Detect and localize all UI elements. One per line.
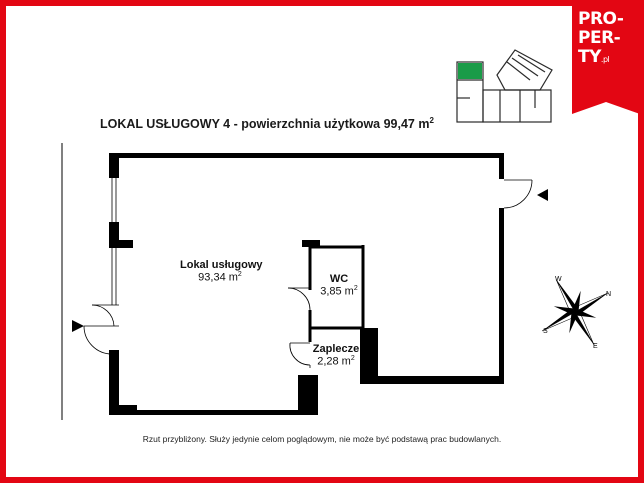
property-logo[interactable]: PRO- PER- TY.pl [572,4,640,114]
page-title: LOKAL USŁUGOWY 4 - powierzchnia użytkowa… [100,116,434,132]
entrance-arrow-left [72,320,84,332]
doors [83,179,533,368]
logo-text: PRO- PER- TY.pl [578,9,624,67]
logo-notch [572,102,640,114]
room-label-lokal: Lokal usługowy 93,34 m2 [180,259,263,284]
disclaimer-text: Rzut przybliżony. Służy jedynie celom po… [142,434,502,444]
left-windows [111,178,117,305]
room-label-zaplecze: Zaplecze 2,28 m2 [312,343,360,368]
outer-walls [109,153,504,415]
room-label-wc: WC 3,85 m2 [320,273,358,298]
entrance-arrow-right [537,189,548,201]
